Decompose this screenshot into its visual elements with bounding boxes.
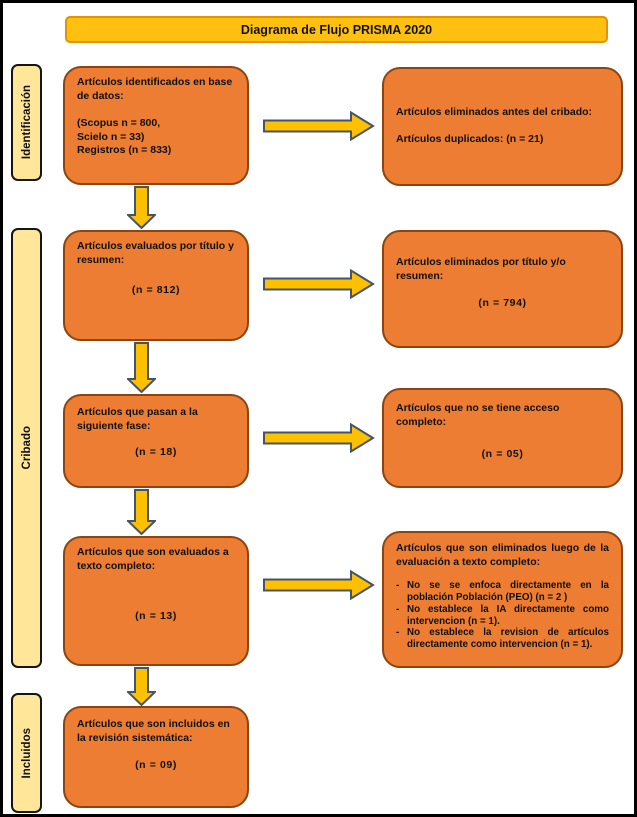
box-heading: Artículos que no se tiene acceso complet… [396,402,560,428]
box-count: (n = 812) [131,283,181,296]
box-screened-title-abstract: Artículos evaluados por título y resumen… [63,230,249,341]
arrow-right-icon [263,269,375,299]
stage-label-incluidos: Incluidos [11,693,42,813]
box-heading: Artículos que pasan a la siguiente fase: [77,406,198,432]
box-identified-articles: Artículos identificados en base de datos… [63,66,249,185]
box-line: Artículos duplicados: (n = 21) [396,133,544,145]
arrow-down-icon [127,342,156,393]
box-fulltext-evaluated: Artículos que son evaluados a texto comp… [63,536,249,666]
box-removed-after-fulltext: Artículos que son eliminados luego de la… [382,531,623,668]
box-heading: Artículos evaluados por título y resumen… [77,240,234,266]
arrow-right-icon [263,423,375,453]
arrow-right-icon [263,111,375,141]
diagram-title: Diagrama de Flujo PRISMA 2020 [65,16,608,43]
bullet-text: No se se enfoca directamente en la pobla… [407,579,609,603]
box-heading: Artículos que son incluidos en la revisi… [77,718,230,744]
box-removed-title-abstract: Artículos eliminados por título y/o resu… [382,230,623,348]
arrow-right-icon [263,570,375,600]
box-heading: Artículos que son eliminados luego de la… [396,542,609,568]
box-included-articles: Artículos que son incluidos en la revisi… [63,706,249,808]
box-count: (n = 13) [135,609,177,622]
exclusion-reasons-list: - No se se enfoca directamente en la pob… [396,580,609,652]
stage-label-text: Identificación [20,85,33,160]
bullet-text: No establece la IA directamente como int… [407,603,609,627]
box-line: (Scopus n = 800, [77,116,161,129]
stage-label-text: Incluidos [20,727,33,779]
bullet-dash: - [396,603,400,615]
box-count: (n = 794) [478,296,527,309]
bullet-text: No establece la revision de artículos di… [407,627,609,651]
bullet-dash: - [396,579,400,591]
stage-label-cribado: Cribado [11,228,42,668]
stage-label-text: Cribado [20,426,33,470]
arrow-down-icon [127,667,156,706]
box-line: Registros (n = 833) [77,144,172,157]
box-count: (n = 05) [481,447,524,460]
arrow-down-icon [127,489,156,535]
exclusion-reason-item: - No establece la IA directamente como i… [396,604,609,628]
arrow-down-icon [127,186,156,229]
box-no-full-access: Artículos que no se tiene acceso complet… [382,388,623,488]
exclusion-reason-item: - No establece la revision de artículos … [396,627,609,651]
stage-label-identificacion: Identificación [11,64,42,181]
box-count: (n = 18) [135,445,177,458]
box-heading: Artículos que son evaluados a texto comp… [77,546,229,572]
box-removed-before-screening: Artículos eliminados antes del cribado: … [382,67,623,186]
box-next-phase: Artículos que pasan a la siguiente fase:… [63,394,249,488]
box-count: (n = 09) [135,758,177,771]
exclusion-reason-item: - No se se enfoca directamente en la pob… [396,580,609,604]
box-heading: Artículos eliminados antes del cribado: [396,106,593,119]
bullet-dash: - [396,627,400,639]
box-line: Scielo n = 33) [77,130,145,143]
box-heading: Artículos identificados en base de datos… [77,76,233,102]
diagram-title-text: Diagrama de Flujo PRISMA 2020 [240,22,433,37]
box-heading: Artículos eliminados por título y/o resu… [396,256,566,282]
